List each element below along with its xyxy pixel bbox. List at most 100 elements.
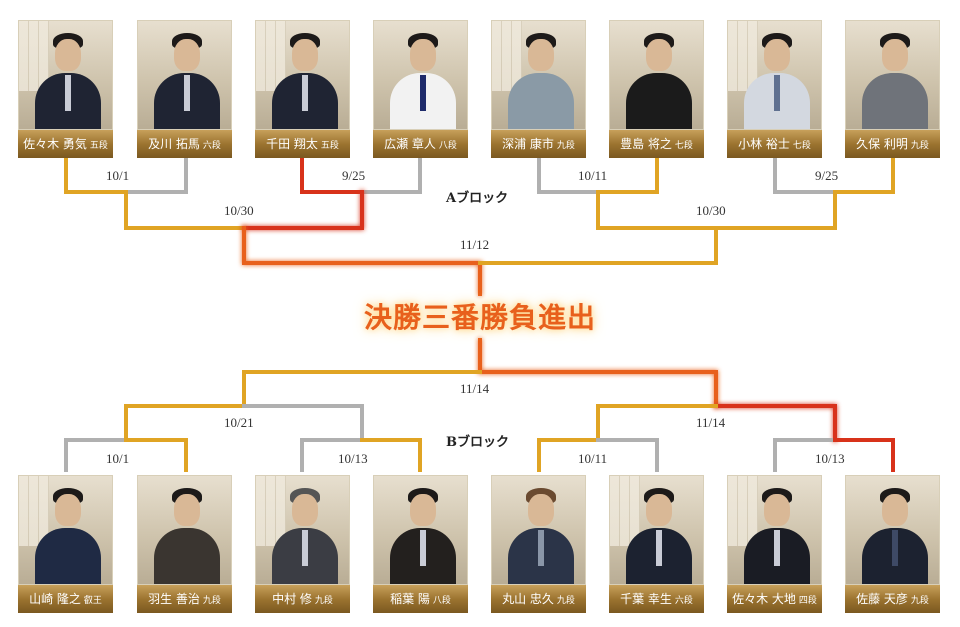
a-final-line <box>242 226 482 296</box>
player-card-b5[interactable]: 丸山 忠久九段 <box>491 475 586 613</box>
player-name: 久保 利明 <box>856 137 908 151</box>
player-photo <box>255 475 350 585</box>
player-card-b8[interactable]: 佐藤 天彦九段 <box>845 475 940 613</box>
match-date: 11/12 <box>460 237 490 252</box>
player-nameplate: 広瀬 章人八段 <box>373 130 468 158</box>
player-nameplate: 中村 修九段 <box>255 585 350 613</box>
player-rank: 八段 <box>432 596 451 606</box>
player-rank: 六段 <box>202 141 221 151</box>
match-date: 10/1 <box>106 451 130 466</box>
player-card-b3[interactable]: 中村 修九段 <box>255 475 350 613</box>
block-b-label: Bブロック <box>446 435 509 450</box>
player-rank: 五段 <box>320 141 339 151</box>
player-rank: 八段 <box>438 141 457 151</box>
player-card-b1[interactable]: 山崎 隆之叡王 <box>18 475 113 613</box>
player-photo <box>727 475 822 585</box>
player-nameplate: 佐藤 天彦九段 <box>845 585 940 613</box>
player-nameplate: 千田 翔太五段 <box>255 130 350 158</box>
player-card-b4[interactable]: 稲葉 陽八段 <box>373 475 468 613</box>
player-card-b7[interactable]: 佐々木 大地四段 <box>727 475 822 613</box>
match-date: 10/30 <box>224 203 254 218</box>
player-card-a1[interactable]: 佐々木 勇気五段 <box>18 20 113 158</box>
player-name: 豊島 将之 <box>620 137 672 151</box>
player-name: 千田 翔太 <box>266 137 318 151</box>
a-r2-1-line <box>124 190 246 230</box>
player-nameplate: 丸山 忠久九段 <box>491 585 586 613</box>
player-photo <box>609 20 704 130</box>
a-r1-4-line <box>773 156 837 194</box>
player-photo <box>491 20 586 130</box>
player-name: 佐藤 天彦 <box>856 592 908 606</box>
player-rank: 七段 <box>792 141 811 151</box>
player-photo <box>845 475 940 585</box>
player-photo <box>609 475 704 585</box>
player-photo <box>137 475 232 585</box>
b-r2-2-line <box>714 404 837 442</box>
b-r1-3-line <box>537 438 600 472</box>
player-card-a6[interactable]: 豊島 将之七段 <box>609 20 704 158</box>
b-r1-1-line <box>64 438 128 472</box>
player-rank: 六段 <box>674 596 693 606</box>
a-r1-2-line <box>300 156 364 194</box>
player-photo <box>18 475 113 585</box>
player-name: 広瀬 章人 <box>384 137 436 151</box>
player-nameplate: 深浦 康市九段 <box>491 130 586 158</box>
player-rank: 九段 <box>910 141 929 151</box>
a-r1-2-line-b <box>360 156 422 194</box>
a-r1-4-line-b <box>833 156 895 194</box>
match-date: 10/30 <box>696 203 726 218</box>
player-photo <box>727 20 822 130</box>
player-name: 山崎 隆之 <box>29 592 81 606</box>
match-date: 10/11 <box>578 168 608 183</box>
player-rank: 九段 <box>314 596 333 606</box>
player-rank: 五段 <box>89 141 108 151</box>
player-name: 千葉 幸生 <box>620 592 672 606</box>
player-photo <box>373 20 468 130</box>
b-r2-1-line-b <box>242 404 364 442</box>
a-r2-2-line <box>596 190 718 230</box>
player-rank: 九段 <box>556 596 575 606</box>
final-title: 決勝三番勝負進出 <box>363 301 596 334</box>
player-card-b2[interactable]: 羽生 善治九段 <box>137 475 232 613</box>
player-card-a2[interactable]: 及川 拓馬六段 <box>137 20 232 158</box>
player-card-a3[interactable]: 千田 翔太五段 <box>255 20 350 158</box>
a-final-line-b <box>478 226 718 265</box>
player-name: 及川 拓馬 <box>148 137 200 151</box>
player-name: 佐々木 大地 <box>732 592 796 606</box>
player-photo <box>845 20 940 130</box>
player-rank: 叡王 <box>83 596 102 606</box>
match-date: 10/21 <box>224 415 254 430</box>
player-rank: 七段 <box>674 141 693 151</box>
player-nameplate: 久保 利明九段 <box>845 130 940 158</box>
player-card-a4[interactable]: 広瀬 章人八段 <box>373 20 468 158</box>
b-r1-2-line-b <box>360 438 422 472</box>
b-r1-4-line <box>773 438 837 472</box>
player-name: 佐々木 勇気 <box>23 137 87 151</box>
player-name: 中村 修 <box>272 592 312 606</box>
match-date: 10/13 <box>338 451 368 466</box>
player-nameplate: 佐々木 大地四段 <box>727 585 822 613</box>
b-final-line-b <box>242 370 482 408</box>
player-photo <box>255 20 350 130</box>
player-card-a8[interactable]: 久保 利明九段 <box>845 20 940 158</box>
block-a-label: Aブロック <box>446 191 509 206</box>
player-name: 羽生 善治 <box>148 592 200 606</box>
player-photo <box>373 475 468 585</box>
b-r1-1-line-b <box>124 438 188 472</box>
match-date: 9/25 <box>342 168 366 183</box>
player-card-a5[interactable]: 深浦 康市九段 <box>491 20 586 158</box>
a-r1-3-line <box>537 156 600 194</box>
b-final-line <box>478 338 718 408</box>
player-rank: 四段 <box>798 596 817 606</box>
player-card-b6[interactable]: 千葉 幸生六段 <box>609 475 704 613</box>
player-nameplate: 千葉 幸生六段 <box>609 585 704 613</box>
a-r1-1-line-b <box>124 156 188 194</box>
b-r1-2-line <box>300 438 364 472</box>
b-r2-1-line <box>124 404 246 442</box>
match-date: 11/14 <box>460 381 490 396</box>
player-photo <box>491 475 586 585</box>
player-card-a7[interactable]: 小林 裕士七段 <box>727 20 822 158</box>
a-r2-1-line-b <box>242 190 364 230</box>
a-r2-2-line-b <box>714 190 837 230</box>
a-r1-1-line <box>64 156 128 194</box>
